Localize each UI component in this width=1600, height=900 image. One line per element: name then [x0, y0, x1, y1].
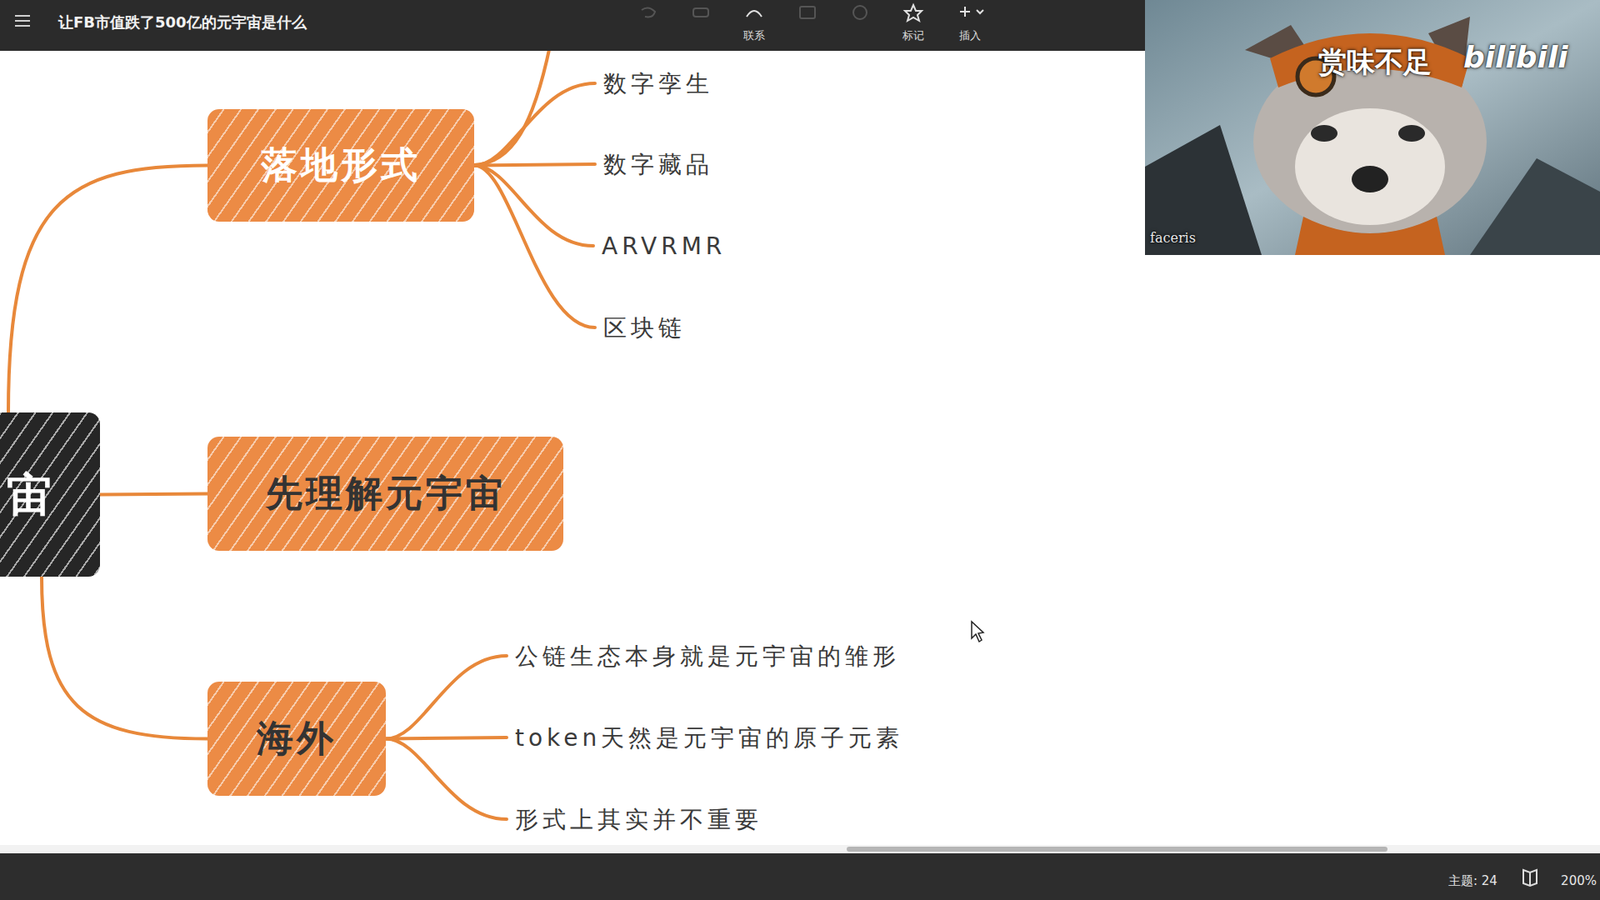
- fox-illustration: [1145, 0, 1600, 255]
- topic-count: 主题: 24: [1448, 873, 1498, 890]
- subtopic: 区块链: [601, 311, 688, 345]
- branch-connector: [385, 737, 507, 740]
- video-watermark: 赏味不足: [1318, 43, 1432, 82]
- video-overlay: 赏味不足 bilibili faceris: [1145, 0, 1600, 255]
- toolbar-label: 插入: [959, 28, 981, 44]
- subtopic-text: token天然是元宇宙的原子元素: [515, 723, 904, 753]
- subtopic-text: ARVRMR: [601, 231, 726, 261]
- subtopic-text: 区块链: [603, 313, 686, 343]
- topic-box: 先理解元宇宙: [207, 436, 564, 551]
- subtopic: 数字藏品: [601, 148, 715, 181]
- central-topic: 宙: [0, 412, 100, 577]
- branch-connector: [41, 576, 208, 740]
- menu-icon: [15, 15, 30, 26]
- topic-text: 落地形式: [260, 145, 421, 185]
- branch-connector: [474, 165, 595, 329]
- status-bar: 主题: 24 200%: [0, 845, 1600, 900]
- zoom-level: 200%: [1560, 873, 1597, 889]
- topic-text: 海外: [256, 718, 337, 759]
- subtopic: 公链生态本身就是元宇宙的雏形: [513, 640, 902, 673]
- branch-connector: [100, 494, 208, 495]
- subtopic-text: 数字藏品: [603, 150, 714, 180]
- subtopic-text: 形式上其实并不重要: [515, 805, 763, 835]
- branch-connector: [8, 165, 208, 414]
- subtopic: ARVRMR: [600, 230, 728, 263]
- topic-text: 先理解元宇宙: [265, 473, 506, 514]
- topic-text: 宙: [6, 470, 55, 520]
- topic-box: 落地形式: [207, 109, 475, 222]
- mouse-cursor: [971, 621, 984, 642]
- bilibili-logo: bilibili: [1463, 40, 1569, 75]
- subtopic: token天然是元宇宙的原子元素: [513, 721, 905, 755]
- branch-connector: [385, 739, 507, 820]
- faded-tool-icons: [641, 5, 867, 20]
- window-title: 让FB市值跌了500亿的元宇宙是什么: [58, 12, 307, 33]
- branch-line: [474, 45, 550, 165]
- topic-box: 海外: [207, 681, 386, 796]
- scroll-track: [0, 845, 1600, 854]
- video-credit: faceris: [1150, 230, 1196, 246]
- subtopic: 数字孪生: [601, 67, 715, 100]
- toolbar-label: 标记: [902, 28, 925, 44]
- branch-connector: [474, 164, 595, 166]
- status-decoration: [0, 845, 1600, 900]
- subtopic: 形式上其实并不重要: [513, 803, 765, 836]
- book-icon: [1523, 870, 1537, 886]
- subtopic-text: 公链生态本身就是元宇宙的雏形: [515, 641, 900, 671]
- subtopic-text: 数字孪生: [603, 69, 714, 99]
- branch-connector: [474, 83, 595, 166]
- branch-connector: [385, 655, 507, 740]
- tool-icons: [746, 5, 984, 21]
- toolbar-label: 联系: [743, 28, 765, 44]
- scrollbar: [846, 846, 1388, 852]
